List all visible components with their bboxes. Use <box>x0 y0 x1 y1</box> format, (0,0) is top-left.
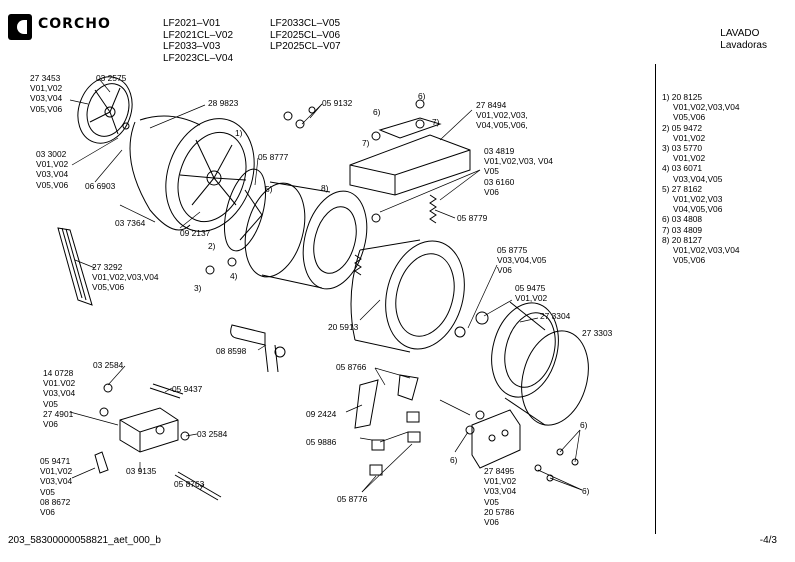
legend-item-7: 7) 03 4809 <box>662 224 703 235</box>
models-column-2: LF2033CL–V05 LF2025CL–V06 LP2025CL–V07 <box>270 18 341 53</box>
models-column-1: LF2021–V01 LF2021CL–V02 LF2033–V03 LF202… <box>163 18 233 64</box>
part-label-059437: 05 9437 <box>172 384 203 394</box>
springs-drawing <box>354 194 437 276</box>
page-number: -4/3 <box>759 535 777 546</box>
rear-tub-drawing <box>129 115 255 232</box>
part-label-037364: 03 7364 <box>115 218 146 228</box>
counterweight-top-drawing <box>349 117 471 196</box>
model-code: LF2023CL–V04 <box>163 52 234 64</box>
part-label-092424: 09 2424 <box>306 409 337 419</box>
callout-4: 4) <box>230 271 238 281</box>
section-heading: LAVADO Lavadoras <box>720 28 767 51</box>
part-label-289823: 28 9823 <box>208 98 239 108</box>
callout-3: 3) <box>194 283 202 293</box>
model-code: LF2025CL–V06 <box>270 29 341 41</box>
model-code: LF2021–V01 <box>163 18 221 29</box>
legend-item-5: 5) 27 8162 <box>662 183 703 194</box>
model-code: LF2033–V03 <box>163 41 221 52</box>
heater-drawing <box>230 324 286 373</box>
part-label-039135: 03 9135 <box>126 466 157 476</box>
legend-item-6: 6) 03 4808 <box>662 214 703 225</box>
callout-7a: 7) <box>362 138 370 148</box>
callout-1: 1) <box>235 128 243 138</box>
drum-drawing <box>223 168 368 290</box>
brand-name: CORCHO <box>38 16 111 32</box>
fasteners-drawing <box>103 99 579 482</box>
front-tub-drawing <box>350 239 465 353</box>
leader-lines <box>69 79 583 493</box>
part-label-205913: 20 5913 <box>328 322 359 332</box>
part-label-092137: 09 2137 <box>180 228 211 238</box>
legend-item-2: 2) 05 9472 <box>662 122 703 133</box>
exploded-view-drawing <box>57 76 589 501</box>
callout-5: 5) <box>265 184 273 194</box>
callout-6d: 6) <box>580 420 588 430</box>
pulley-drawing <box>77 76 133 144</box>
part-label-058777: 05 8777 <box>258 152 289 162</box>
counterweight-bottom-drawing <box>471 409 521 469</box>
callout-2: 2) <box>208 241 216 251</box>
part-label-059886: 05 9886 <box>306 437 337 447</box>
motor-bracket-drawing <box>94 383 222 501</box>
part-label-032584-bottom: 03 2584 <box>197 429 228 439</box>
callout-6b: 6) <box>418 91 426 101</box>
callout-7b: 7) <box>432 117 440 127</box>
model-code: LF2021CL–V02 <box>163 29 234 41</box>
part-label-273304: 27 3304 <box>540 311 571 321</box>
part-label-058779: 05 8779 <box>457 213 488 223</box>
section-title: LAVADO <box>720 28 760 39</box>
callout-8: 8) <box>321 183 329 193</box>
model-code: LP2025CL–V07 <box>270 41 341 52</box>
door-seal-drawing <box>491 301 589 426</box>
legend-item-4: 4) 03 6071 <box>662 163 703 174</box>
legend-divider <box>655 64 656 534</box>
part-label-058776: 05 8776 <box>337 494 368 504</box>
part-label-058766: 05 8766 <box>336 362 367 372</box>
part-label-066903: 06 6903 <box>85 181 116 191</box>
part-label-032584-top: 03 2584 <box>93 360 124 370</box>
brand-logo: CORCHO <box>8 14 148 40</box>
part-label-088598: 08 8598 <box>216 346 247 356</box>
callout-6e: 6) <box>582 486 590 496</box>
brand-logo-icon <box>8 14 32 40</box>
callout-6a: 6) <box>373 107 381 117</box>
callout-6c: 6) <box>450 455 458 465</box>
part-label-059132: 05 9132 <box>322 98 353 108</box>
part-label-058763: 05 8763 <box>174 479 205 489</box>
belt-drawing <box>57 227 93 306</box>
part-label-273303: 27 3303 <box>582 328 613 338</box>
parts-legend: 1) 20 8125 V01,V02,V03,V04 V05,V06 2) 05… <box>662 92 740 266</box>
shock-absorber-drawing <box>354 374 421 476</box>
part-label-032575: 03 2575 <box>96 73 127 83</box>
section-subtitle: Lavadoras <box>720 39 767 51</box>
legend-item-3: 3) 03 5770 <box>662 143 703 154</box>
legend-item-8: 8) 20 8127 <box>662 234 703 245</box>
legend-item-1: 1) 20 8125 <box>662 92 703 102</box>
document-code: 203_58300000058821_aet_000_b <box>8 535 161 546</box>
model-code: LF2033CL–V05 <box>270 18 341 29</box>
